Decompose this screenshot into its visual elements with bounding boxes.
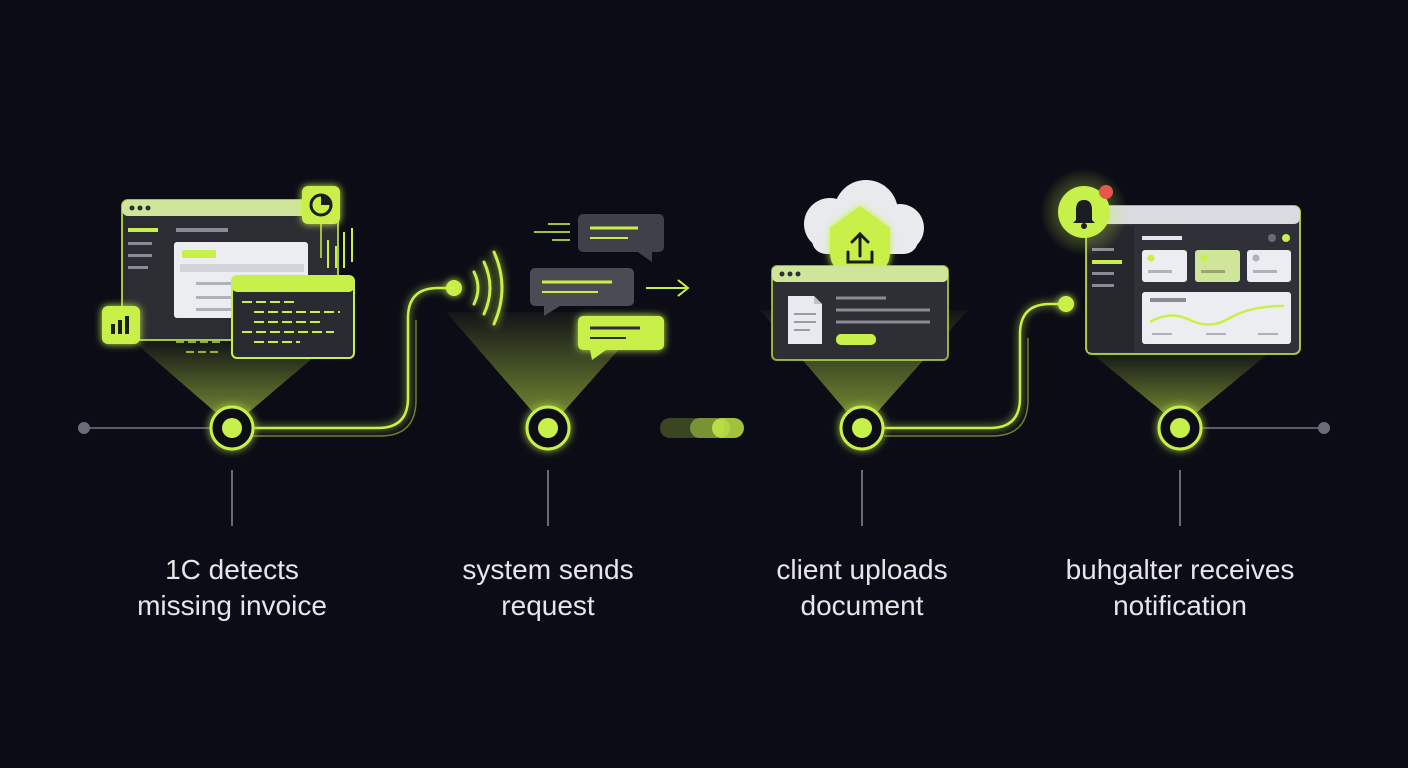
timeline-start-dot xyxy=(78,422,90,434)
dashboard-window-icon xyxy=(102,186,355,359)
bell-dashboard-icon xyxy=(1040,168,1301,355)
step-2-line-1: system sends xyxy=(462,554,634,585)
step-1-line-2: missing invoice xyxy=(137,590,327,621)
chat-bubbles-icon xyxy=(530,214,690,360)
step-2-label: system sends request xyxy=(388,552,708,624)
step-3-line-2: document xyxy=(800,590,924,621)
step-1-line-1: 1C detects xyxy=(165,554,299,585)
step-4-line-2: notification xyxy=(1113,590,1247,621)
connector-1-2 xyxy=(252,286,452,430)
connector-3-4-shadow xyxy=(884,338,1029,437)
step-4-label: buhgalter receives notification xyxy=(1020,552,1340,624)
timeline xyxy=(78,250,1330,438)
timeline-end-dot xyxy=(1318,422,1330,434)
signal-source-dot xyxy=(446,280,462,296)
node-step-4 xyxy=(1157,405,1203,526)
upload-button-shape xyxy=(836,334,876,345)
document-icon xyxy=(788,296,822,344)
node-step-3 xyxy=(839,405,885,526)
connector-1-2-shadow xyxy=(252,320,417,437)
cloud-upload-icon xyxy=(771,180,949,361)
node-step-2 xyxy=(525,405,571,526)
connector-end-dot xyxy=(1058,296,1074,312)
node-step-1 xyxy=(209,405,255,526)
step-1-label: 1C detects missing invoice xyxy=(72,552,392,624)
connector-3-4 xyxy=(884,302,1064,430)
beam-step-4 xyxy=(1090,352,1270,418)
step-3-label: client uploads document xyxy=(702,552,1022,624)
motion-streak xyxy=(660,418,744,438)
beam-step-1 xyxy=(132,340,334,418)
notification-badge-icon xyxy=(1099,185,1113,199)
step-2-line-2: request xyxy=(501,590,595,621)
step-4-line-1: buhgalter receives xyxy=(1065,554,1295,585)
step-3-line-1: client uploads xyxy=(776,554,948,585)
